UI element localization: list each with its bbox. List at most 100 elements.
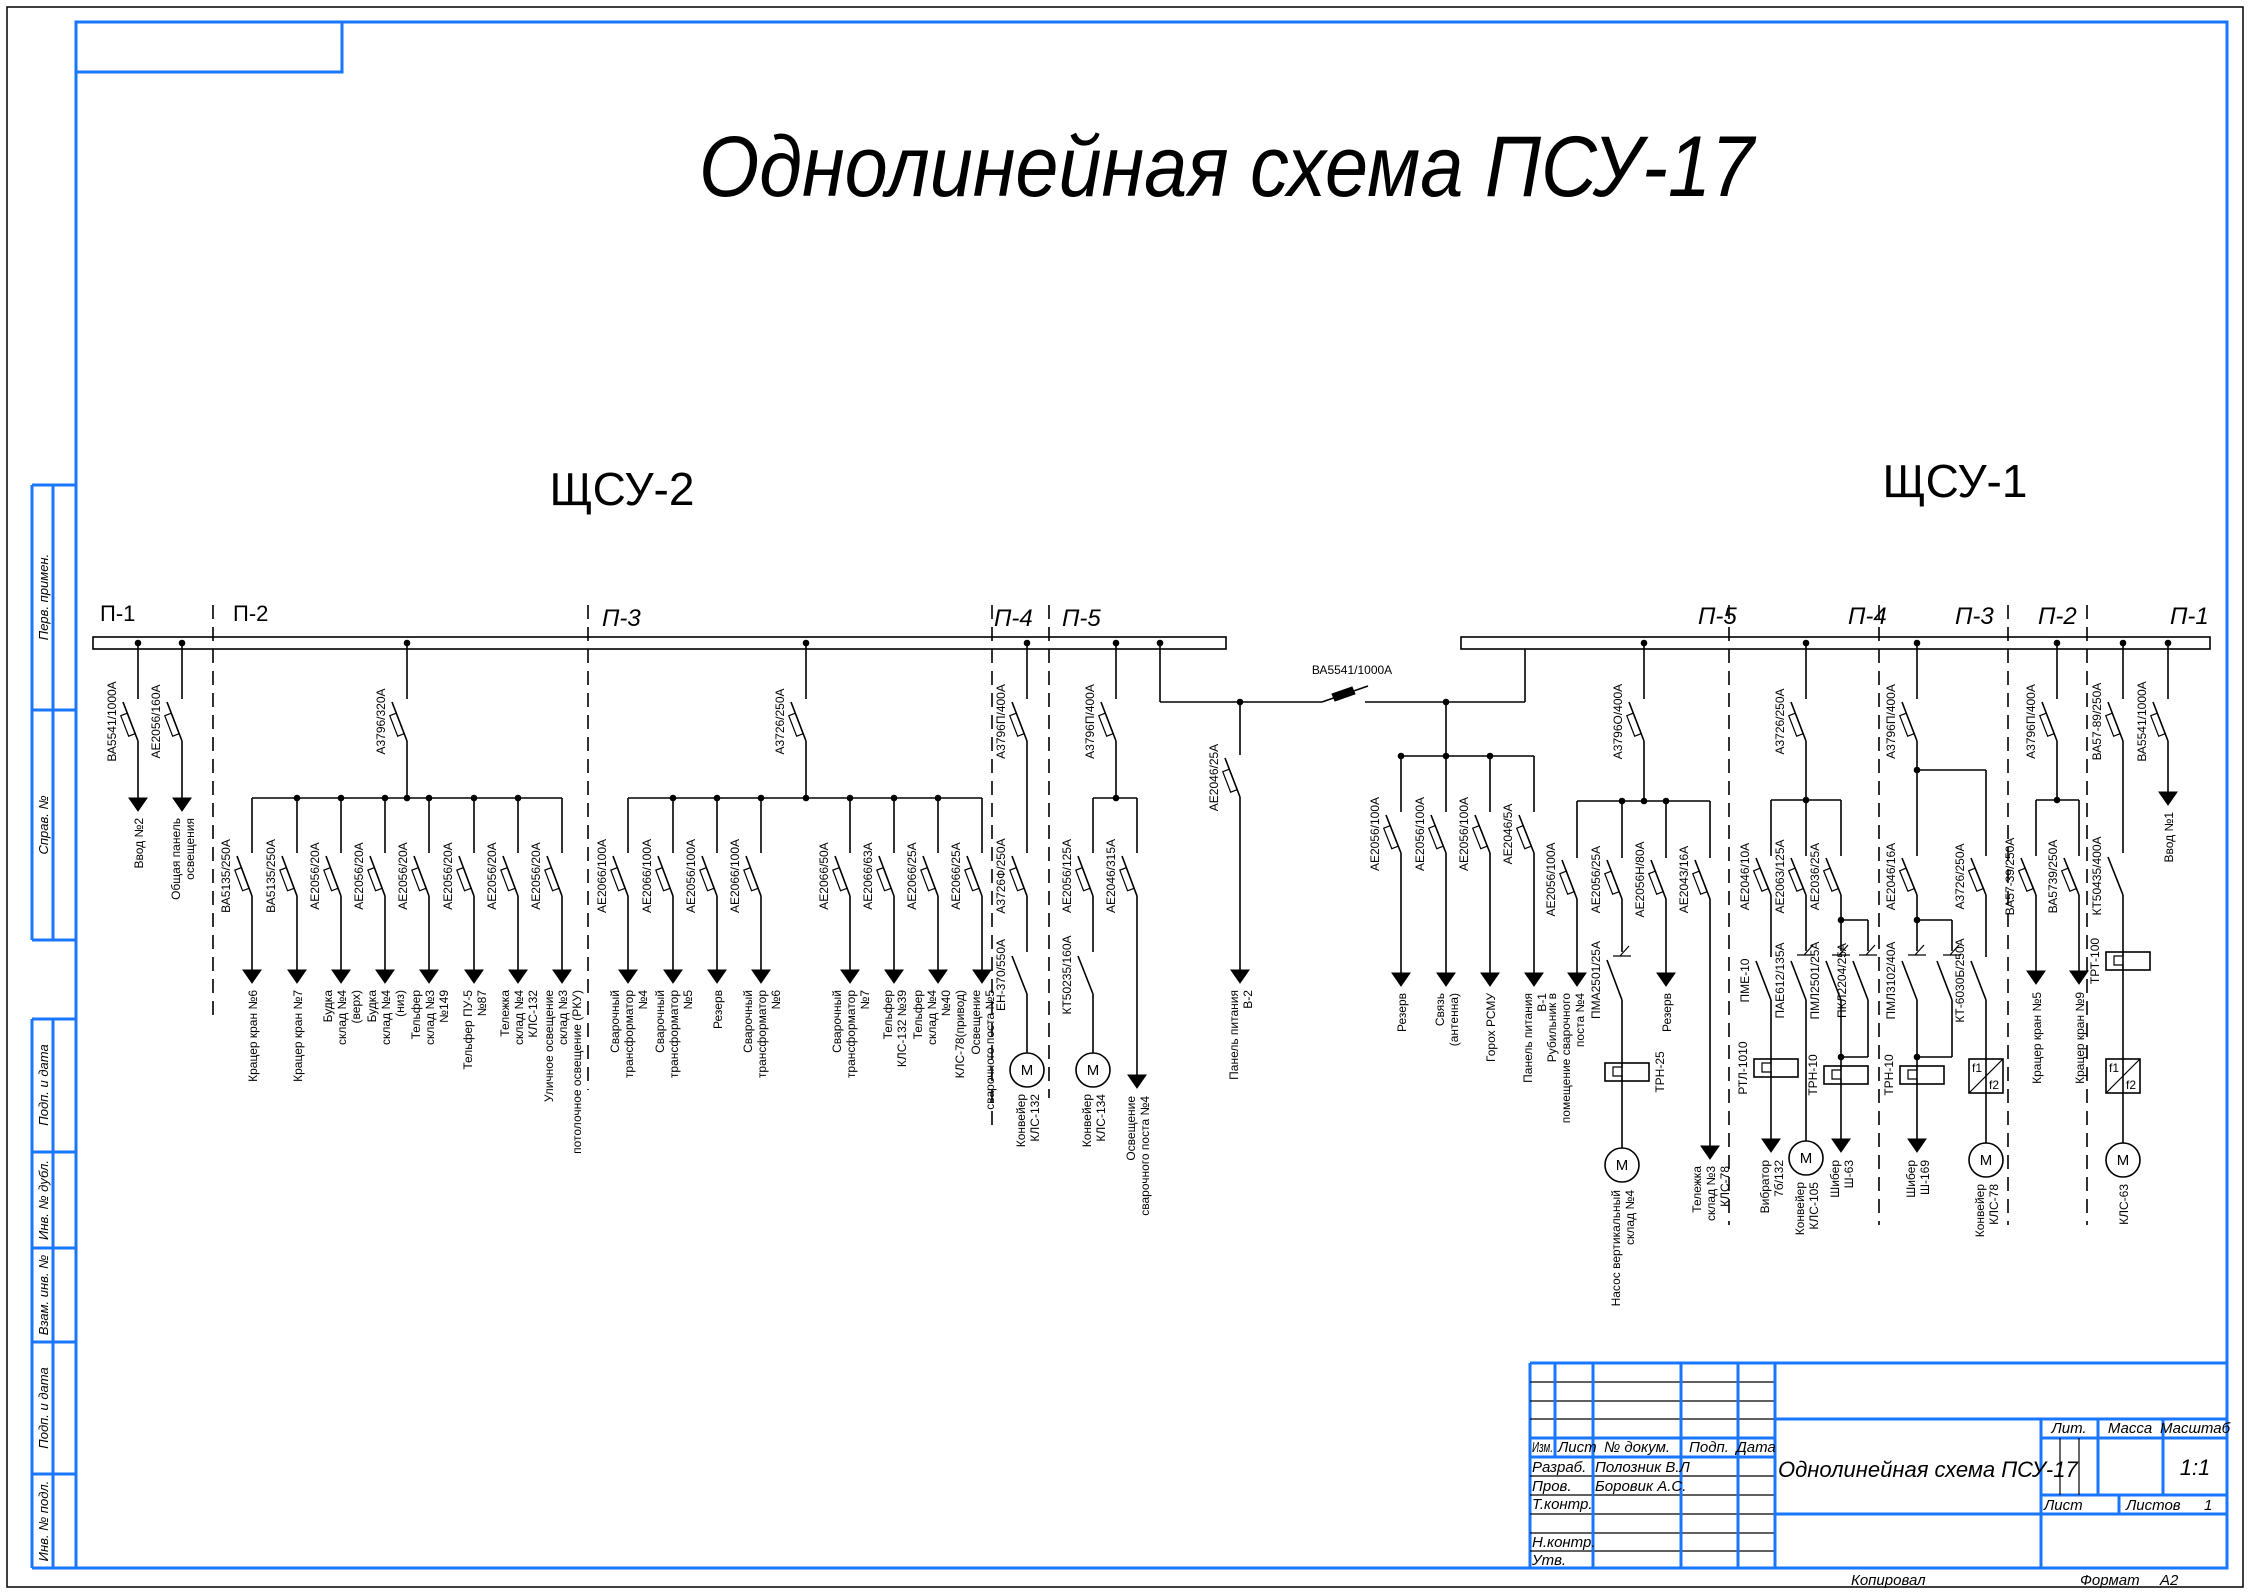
motor-icon [1604,1147,1640,1183]
breaker-label: АЕ2056/100А [1457,797,1471,871]
fuse-element [367,866,383,892]
circuit-breaker: АЕ2046/25А [1207,744,1241,811]
role-tech-control: Т.контр. [1532,1496,1593,1513]
load-label: В-2 [1241,990,1255,1009]
load-label: Крацер кран №7 [291,990,305,1082]
header-doc-number: № докум. [1604,1439,1670,1456]
feeder-arrow-icon [2158,791,2178,806]
load-label: Общая панель [169,818,183,900]
thermal-relay-element [2113,952,2124,970]
fuse-element [832,866,848,892]
frequency-converter-icon [1968,1058,2004,1094]
fuse-element [411,866,427,892]
circuit-breaker: ВА57-89/250А [2090,683,2124,760]
load-label: Шибер [1828,1160,1842,1198]
relay-label: РТЛ-1010 [1736,1041,1750,1094]
auxiliary-contact-icon [1832,944,1850,956]
breaker-label: АЕ2046/315А [1104,839,1118,913]
load-label: Рубильник в [1545,993,1559,1062]
load-label: Освещение [1124,1096,1138,1161]
switch-blade [1901,960,1918,1001]
load-label: КЛС-78 [1718,1166,1732,1207]
circuit-breaker: АЕ2056/20А [396,842,430,910]
load-label: Резерв [1395,993,1409,1032]
circuit-breaker: АЕ2056Н/80А [1633,841,1667,918]
fuse-element [1471,824,1489,850]
circuit-breaker: АЕ2063/125А [1773,839,1807,914]
coupling-breaker-label: ВА5541/1000А [1312,663,1392,677]
fuse-element [1558,870,1575,896]
section-label-p5: П-5 [1062,605,1101,632]
load-label: Ш-63 [1842,1160,1856,1189]
top-left-stamp-box [74,20,344,74]
fuse-element [964,866,980,892]
circuit-breaker: АЕ2056/25А [1589,846,1623,913]
breaker-label: АЕ2046/16А [1884,843,1898,910]
load-label: склад №3 [556,990,570,1045]
feeder-arrow-icon [172,797,192,812]
switch-blade [1936,960,1953,1001]
load-label: Крацер кран №6 [246,990,260,1082]
circuit-breaker: АЕ2046/315А [1104,839,1138,913]
load-label: сварочного поста №4 [1138,1096,1152,1216]
breaker-label: АЕ2056/20А [529,842,543,909]
margin-field-label: Перв. примен. [36,554,51,640]
sheets-label: Листов [2125,1497,2181,1514]
breaker-label: А3726/250А [1953,843,1967,909]
load-label: Панель питания [1521,993,1535,1083]
thermal-relay-icon [1604,1062,1650,1082]
load-label: Тельфер [881,990,895,1040]
circuit-breaker: А3726/250А [1953,843,1987,910]
circuit-breaker: АЕ2056/100А [1413,797,1447,871]
circuit-breaker: АЕ2066/25А [905,842,939,910]
section-label-p4: П-4 [994,605,1033,632]
switch: ПАЕ612/135А [1773,942,1807,1019]
load-label: КЛС-63 [2117,1184,2131,1225]
motor-symbol-letter: М [1021,1062,1034,1079]
fuse-element [2017,867,2035,892]
circuit-breaker: ВА5541/1000А [105,681,139,762]
fuse-element [655,866,671,892]
circuit-breaker: АЕ2036/25А [1808,843,1842,910]
circuit-breaker: АЕ2066/100А [728,839,762,913]
breaker-element [1331,686,1356,702]
margin-field-label: Справ. № [36,795,51,854]
load-label: №149 [437,990,451,1023]
checker-name: Боровик А.С. [1595,1478,1686,1495]
load-label: №87 [475,990,489,1017]
header-date: Дата [1734,1439,1776,1456]
header-izm: Изм. [1532,1439,1553,1456]
feeder-arrow-icon [464,969,484,984]
switch-label: ЕН-370/550А [994,939,1008,1011]
fuse-element [323,866,339,892]
load-label: Резерв [1660,993,1674,1032]
feeder-arrow-icon [1480,972,1500,987]
breaker-label: АЕ2046/10А [1738,843,1752,910]
motor-icon [1788,1140,1824,1176]
feeder-arrow-icon [2069,970,2089,985]
fuse-element [787,712,804,738]
breaker-label: ВА5541/1000А [105,681,119,761]
header-signature: Подп. [1689,1439,1729,1456]
circuit-breaker: АЕ2046/5А [1501,804,1535,864]
motor-icon [1968,1142,2004,1178]
breaker-label: ВА57-39/250А [2003,838,2017,916]
header-scale: Масштаб [2160,1420,2231,1437]
load-label: Насос вертикальный [1609,1190,1623,1306]
load-label: КЛС-105 [1807,1182,1821,1230]
role-norm-control: Н.контр. [1532,1534,1596,1551]
load-label: склад №4 [1623,1190,1637,1245]
fuse-element [1515,824,1533,850]
junction-node [802,794,810,802]
thermal-relay-element [1831,1066,1842,1084]
relay-label: ТРН-10 [1882,1054,1896,1096]
circuit-breaker: АЕ2056/20А [485,842,519,910]
breaker-label: АЕ2056Н/80А [1633,841,1647,917]
frequency-converter-icon [2105,1058,2141,1094]
circuit-breaker: АЕ2056/20А [441,842,475,910]
load-label: Тележка [1690,1166,1704,1213]
load-label: Горох РСМУ [1484,993,1498,1062]
busbar-shsu1 [1460,636,2211,650]
switch-label: КТ50435/400А [2090,836,2104,915]
